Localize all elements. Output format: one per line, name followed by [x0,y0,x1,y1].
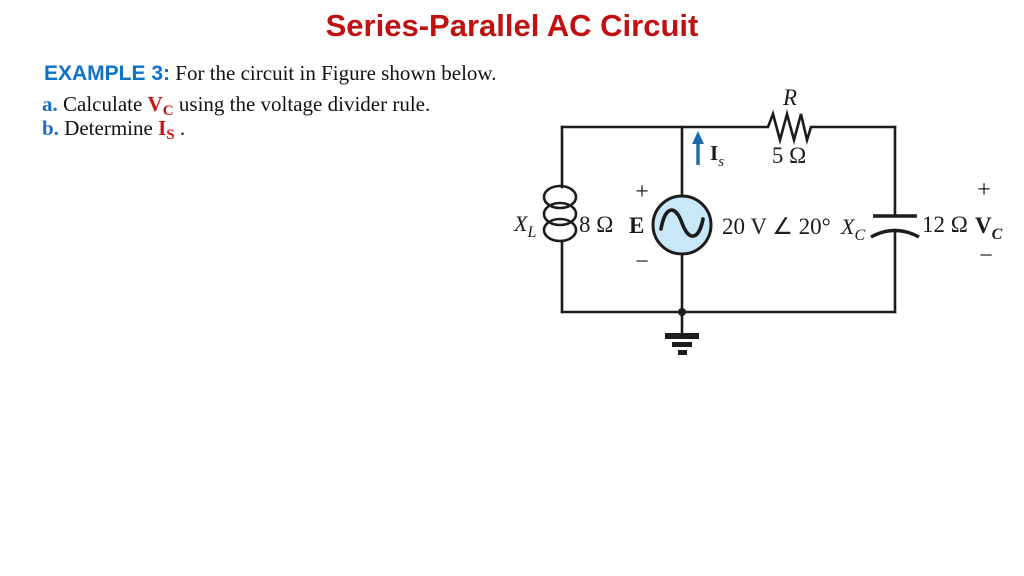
source-minus-label: − [635,249,649,275]
ground-symbol [665,308,699,355]
circuit-diagram: R 5 Ω XL 8 Ω E + − 20 V ∠ 20° XC 12 Ω Is… [513,85,1003,355]
source-value-label: 20 V ∠ 20° [722,214,831,239]
capacitor-value-label: 12 Ω [922,212,968,237]
inductor-name-label: XL [513,211,536,241]
current-arrow-icon [692,131,704,165]
item-b-post: . [179,116,186,140]
example-line: EXAMPLE 3: For the circuit in Figure sho… [44,61,496,86]
item-a-post: using the voltage divider rule. [178,92,431,116]
item-b-bullet: b. [42,116,59,140]
item-a-pre: Calculate [63,92,143,116]
task-item-a: a. Calculate VC using the voltage divide… [42,92,431,120]
capacitor-symbol [870,214,920,239]
current-name-label: Is [710,141,724,170]
variable-is: IS [158,116,175,144]
ac-source [651,194,713,256]
item-b-pre: Determine [64,116,153,140]
example-label: EXAMPLE 3: [44,62,171,85]
resistor-zigzag [560,108,897,146]
resistor-value-label: 5 Ω [772,143,806,168]
variable-vc: VC [147,92,174,120]
page-title: Series-Parallel AC Circuit [325,8,699,43]
example-text: For the circuit in Figure shown below. [175,61,497,85]
circuit-wires [560,108,897,335]
junction-dot [678,308,686,316]
item-a-bullet: a. [42,92,58,116]
sine-wave-icon [659,208,705,238]
capacitor-name-label: XC [840,214,865,244]
source-name-label: E [629,213,644,238]
inductor-coil [542,184,578,243]
vc-name-label: VC [975,213,1003,243]
source-plus-label: + [635,179,649,205]
resistor-name-label: R [782,85,797,110]
vc-minus-label: − [979,243,993,269]
vc-plus-label: + [977,177,991,203]
task-item-b: b. Determine IS . [42,116,186,144]
inductor-value-label: 8 Ω [579,212,613,237]
